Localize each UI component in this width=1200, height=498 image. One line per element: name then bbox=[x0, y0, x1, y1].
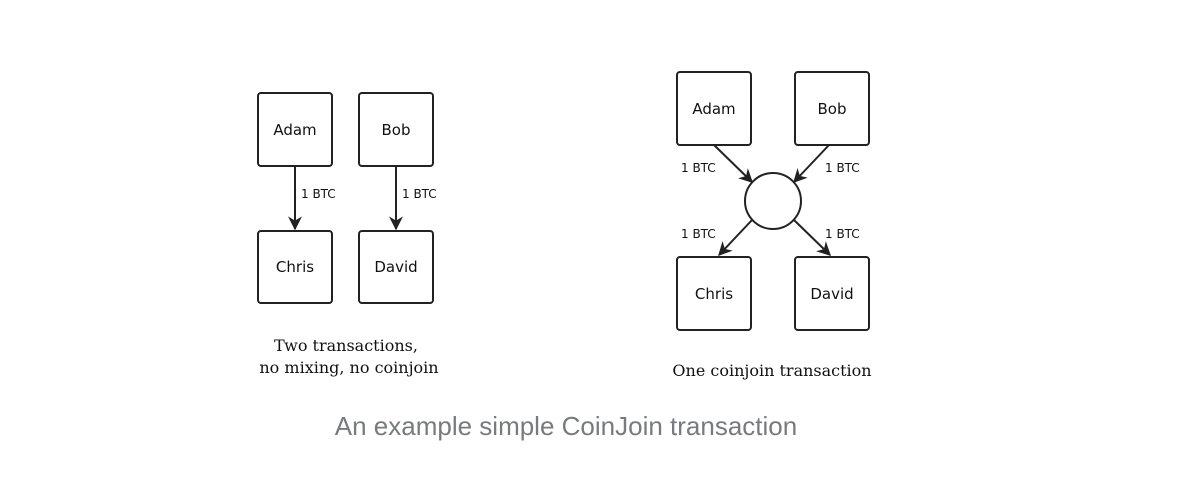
left-edge-label-adam-chris: 1 BTC bbox=[301, 187, 336, 201]
right-node-chris-label: Chris bbox=[695, 285, 733, 303]
right-node-bob-label: Bob bbox=[818, 100, 847, 118]
right-node-chris bbox=[676, 256, 752, 331]
coinjoin-mixing-node bbox=[744, 172, 802, 230]
right-node-david bbox=[794, 256, 870, 331]
right-caption: One coinjoin transaction bbox=[672, 361, 871, 380]
left-node-chris bbox=[257, 230, 333, 304]
left-node-david bbox=[358, 230, 434, 304]
right-node-adam-label: Adam bbox=[692, 100, 735, 118]
right-edge-label-chris: 1 BTC bbox=[681, 227, 716, 241]
right-edge-label-adam: 1 BTC bbox=[681, 161, 716, 175]
right-arrow-mix-to-chris bbox=[718, 219, 753, 257]
right-node-david-label: David bbox=[810, 285, 853, 303]
right-edge-label-david: 1 BTC bbox=[825, 227, 860, 241]
right-edge-label-bob: 1 BTC bbox=[825, 161, 860, 175]
right-arrow-adam-to-mix bbox=[713, 144, 754, 183]
left-caption-line1: Two transactions, bbox=[274, 336, 418, 355]
left-node-adam-label: Adam bbox=[273, 121, 316, 139]
left-node-bob-label: Bob bbox=[382, 121, 411, 139]
left-panel: Adam Bob Chris David 1 BTC 1 BTC Two tra… bbox=[257, 92, 439, 377]
right-node-bob bbox=[794, 71, 870, 146]
left-node-david-label: David bbox=[374, 258, 417, 276]
right-panel: Adam Bob Chris David 1 BTC 1 BTC 1 BTC 1… bbox=[672, 71, 872, 380]
right-arrow-bob-to-mix bbox=[793, 144, 830, 184]
left-edge-label-bob-david: 1 BTC bbox=[402, 187, 437, 201]
left-caption-line2: no mixing, no coinjoin bbox=[259, 358, 438, 377]
figure-caption: An example simple CoinJoin transaction bbox=[335, 411, 797, 441]
right-arrow-mix-to-david bbox=[793, 219, 832, 256]
left-node-chris-label: Chris bbox=[276, 258, 314, 276]
